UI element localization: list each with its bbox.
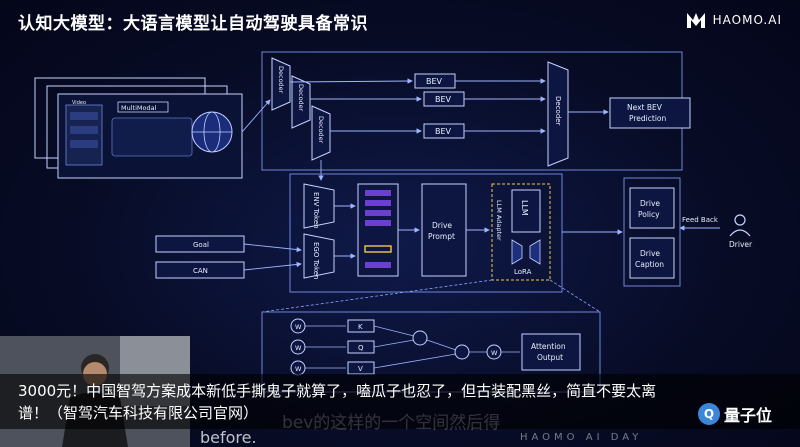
token-bar-5 bbox=[364, 245, 392, 253]
w-label-1: W bbox=[295, 323, 302, 331]
arrow-dec1-bev1 bbox=[289, 78, 413, 84]
attention-detail: W W W K Q V W Attention Output bbox=[290, 318, 581, 376]
token-bar-4 bbox=[365, 220, 391, 226]
news-caption-bar: 3000元！中国智驾方案成本新低手撕鬼子就算了，嗑瓜子也忍了，但古装配黑丝，简直… bbox=[0, 374, 800, 429]
llm-box bbox=[511, 189, 541, 233]
bev-label-2: BEV bbox=[435, 95, 452, 104]
attention-output-line2: Output bbox=[537, 353, 563, 362]
can-label: CAN bbox=[193, 267, 208, 275]
watermark-text: 量子位 bbox=[724, 406, 773, 425]
drive-policy-line1: Drive bbox=[640, 199, 660, 208]
decoder-label-3: Decoder bbox=[317, 116, 325, 144]
next-bev-label-line2: Prediction bbox=[629, 114, 667, 123]
ghost-before: before. bbox=[200, 428, 257, 447]
conn-k-mat bbox=[373, 325, 415, 337]
zoom-guides bbox=[261, 279, 601, 313]
footer-brand: HAOMO AI DAY bbox=[520, 432, 643, 443]
k-label: K bbox=[358, 323, 363, 331]
decoder-block-1 bbox=[271, 57, 291, 111]
video-frame-1 bbox=[70, 112, 98, 120]
bev-label-3: BEV bbox=[435, 127, 452, 136]
haomo-logo-icon bbox=[686, 13, 705, 28]
token-bar-3 bbox=[365, 210, 391, 216]
drive-prompt-box bbox=[421, 183, 467, 277]
driver-label: Driver bbox=[729, 240, 753, 249]
conn-q-mat bbox=[373, 339, 415, 348]
video-label: Video bbox=[72, 100, 86, 106]
w-label-3: W bbox=[295, 365, 302, 373]
feedback-label: Feed Back bbox=[682, 216, 719, 224]
decoder-block-3 bbox=[311, 105, 331, 161]
matmul-node bbox=[412, 330, 428, 346]
decoder-label-4: Decoder bbox=[554, 96, 562, 126]
lora-label: LoRA bbox=[514, 268, 532, 276]
watermark: Q 量子位 bbox=[698, 402, 772, 426]
multimodal-box bbox=[117, 101, 169, 113]
page-title: 认知大模型：大语言模型让自动驾驶具备常识 bbox=[18, 14, 368, 34]
drive-prompt-line1: Drive bbox=[432, 221, 452, 230]
zoom-guide-left bbox=[261, 279, 493, 313]
next-bev-box bbox=[609, 97, 691, 129]
attention-output-line1: Attention bbox=[531, 342, 566, 351]
token-stack-box bbox=[357, 183, 399, 277]
next-bev-label-line1: Next BEV bbox=[627, 103, 663, 112]
arrow-goal-ego bbox=[243, 243, 302, 253]
llm-group-frame bbox=[289, 173, 563, 293]
lora-right bbox=[529, 239, 541, 265]
attention-connectors bbox=[305, 325, 520, 369]
q-label: Q bbox=[358, 344, 364, 352]
llm-adapter-label: LLM Adapter bbox=[495, 200, 503, 241]
conn-mat-soft bbox=[426, 339, 457, 351]
drive-caption-line2: Caption bbox=[635, 260, 664, 269]
drive-prompt-line2: Prompt bbox=[428, 232, 455, 241]
lower-connectors bbox=[243, 203, 720, 271]
llm-label: LLM bbox=[520, 200, 529, 216]
drive-caption-box bbox=[629, 237, 675, 279]
lora-left bbox=[511, 239, 523, 265]
multimodal-scene bbox=[111, 117, 193, 157]
zoom-guide-right bbox=[549, 279, 601, 313]
decoder-label-1: Decoder bbox=[277, 66, 285, 94]
top-connectors bbox=[241, 78, 609, 181]
multimodal-label: MultiModal bbox=[121, 104, 157, 112]
token-bar-1 bbox=[365, 190, 391, 196]
drive-policy-box bbox=[629, 187, 675, 229]
w-out-label: W bbox=[491, 349, 498, 357]
goal-label: Goal bbox=[193, 241, 209, 249]
driver-icon bbox=[729, 214, 751, 237]
drive-caption-line1: Drive bbox=[640, 249, 660, 258]
decoder-column: Decoder Decoder Decoder Decoder bbox=[271, 57, 569, 167]
w-label-2: W bbox=[295, 344, 302, 352]
watermark-icon: Q bbox=[698, 403, 720, 425]
video-frame-2 bbox=[70, 126, 98, 134]
env-token-block bbox=[303, 183, 335, 229]
ego-token-block bbox=[303, 233, 335, 279]
llm-adapter-box bbox=[491, 183, 551, 281]
env-token-label: ENV Token bbox=[312, 192, 320, 229]
bev-group: BEV BEV BEV bbox=[414, 73, 465, 139]
drive-output-frame bbox=[623, 177, 681, 287]
caption-line-2: 谱！（智驾汽车科技有限公司官网） bbox=[18, 404, 259, 422]
decoder-label-2: Decoder bbox=[297, 84, 305, 112]
decoder-block-4 bbox=[547, 61, 569, 167]
brand-name: HAOMO.AI bbox=[712, 13, 782, 27]
token-bar-6 bbox=[365, 262, 391, 268]
ego-token-label: EGO Token bbox=[312, 242, 320, 280]
arrow-globe-to-decoder bbox=[241, 99, 271, 133]
decoder-block-2 bbox=[291, 75, 311, 129]
brand-logo: HAOMO.AI bbox=[685, 10, 782, 30]
drive-policy-line2: Policy bbox=[638, 210, 660, 219]
attention-output-box bbox=[521, 333, 581, 371]
arrow-can-ego bbox=[243, 261, 302, 271]
input-frame-stack: Video MultiModal bbox=[34, 77, 243, 179]
caption-line-1: 3000元！中国智驾方案成本新低手撕鬼子就算了，嗑瓜子也忍了，但古装配黑丝，简直… bbox=[18, 382, 657, 400]
v-label: V bbox=[358, 365, 363, 373]
video-frame-3 bbox=[70, 140, 98, 148]
token-bar-2 bbox=[365, 200, 391, 206]
softmax-node bbox=[454, 344, 470, 360]
conn-v-soft bbox=[373, 353, 457, 369]
bev-label-1: BEV bbox=[426, 77, 443, 86]
